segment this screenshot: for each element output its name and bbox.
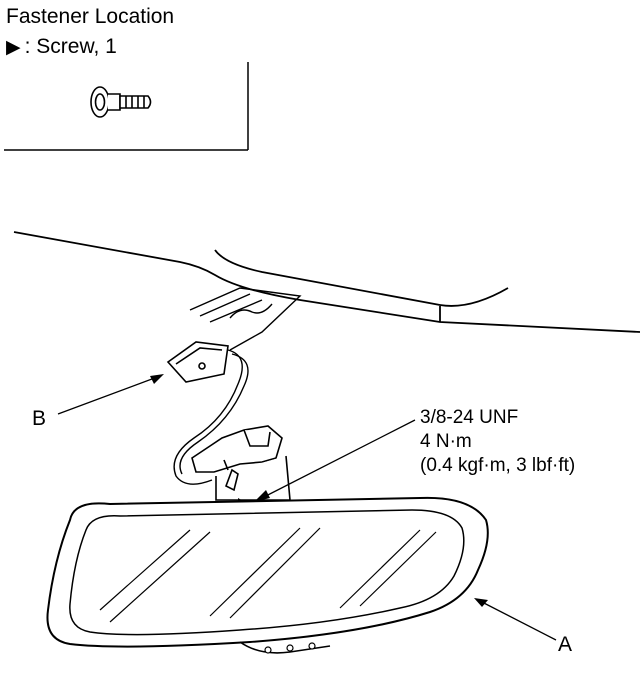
- callout-label-a: A: [558, 633, 573, 656]
- mirror-glass-reflection: [99, 527, 437, 623]
- rearview-mirror: [46, 496, 489, 654]
- legend-title: Fastener Location: [6, 5, 175, 28]
- mount-bracket: [166, 341, 229, 383]
- callout-label-b: B: [32, 407, 47, 430]
- leader-lines: [57, 375, 557, 641]
- legend-box-frame: [4, 62, 249, 151]
- leader-arrowheads: [150, 374, 488, 607]
- mirror-stem: [191, 425, 291, 501]
- torque-alt-units: (0.4 kgf·m, 3 lbf·ft): [420, 455, 576, 476]
- roof-headliner: [13, 231, 640, 333]
- torque-spec-block: 3/8-24 UNF 4 N·m (0.4 kgf·m, 3 lbf·ft): [420, 406, 575, 478]
- torque-value: 4 N·m: [420, 431, 472, 452]
- wire-harness: [173, 349, 249, 485]
- arrow-marker-icon: ▶: [6, 37, 21, 58]
- screw-icon: [90, 86, 152, 118]
- windshield-trim: [189, 287, 302, 351]
- thread-spec: 3/8-24 UNF: [420, 407, 519, 428]
- legend-item-screw: ▶: Screw, 1: [6, 34, 117, 61]
- legend-item-label: : Screw, 1: [24, 35, 117, 58]
